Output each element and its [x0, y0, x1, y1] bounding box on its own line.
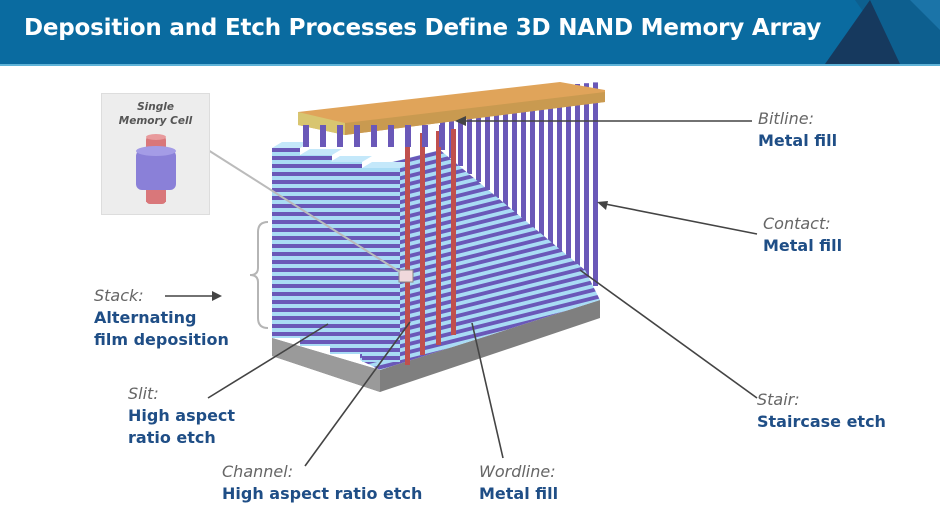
- contact-post: [548, 86, 553, 247]
- page-title: Deposition and Etch Processes Define 3D …: [24, 15, 822, 41]
- contact-post: [476, 92, 481, 182]
- stack-fin: [300, 155, 332, 346]
- wordline-value: Metal fill: [479, 484, 559, 503]
- stack-fin-top: [272, 142, 310, 148]
- contact-post: [539, 87, 544, 238]
- bitline-key: Bitline:: [758, 109, 814, 128]
- slit-value-line1: High aspect: [128, 406, 236, 425]
- bitline-post: [303, 125, 309, 147]
- contact-post: [467, 93, 472, 174]
- contact-post: [566, 84, 571, 262]
- channel-value: High aspect ratio etch: [222, 484, 423, 503]
- stack-fin-top: [362, 162, 410, 168]
- contact-post: [440, 96, 445, 150]
- channel-key: Channel:: [222, 462, 294, 481]
- slit-label: Slit: High aspect ratio etch: [128, 383, 235, 449]
- bitline-post: [439, 125, 445, 147]
- contact-label: Contact: Metal fill: [763, 213, 842, 257]
- bitline-post: [405, 125, 411, 147]
- channel-pillar: [436, 131, 441, 345]
- bitline-post: [422, 125, 428, 147]
- wordline-pointer: [471, 322, 504, 459]
- memory-cell-icon: [136, 134, 176, 204]
- contact-pointer: [599, 202, 758, 235]
- stair-pointer: [579, 269, 758, 399]
- substrate: [272, 300, 600, 392]
- contact-post: [449, 95, 454, 158]
- inset-title: Single Memory Cell: [102, 100, 209, 128]
- bitline-post: [354, 125, 360, 147]
- stack-fin-top: [330, 156, 372, 162]
- stack-fin: [272, 148, 300, 338]
- header-bar: Deposition and Etch Processes Define 3D …: [0, 0, 940, 64]
- contacts: [440, 82, 598, 287]
- stack-fins: [272, 142, 410, 362]
- inset-title-line1: Single: [137, 101, 174, 113]
- channel-pointer: [304, 321, 411, 467]
- header-decoration: [825, 0, 940, 64]
- slit-value-line2: ratio etch: [128, 428, 216, 447]
- leader-lines: [165, 116, 758, 467]
- contact-post: [584, 83, 589, 278]
- contact-post: [593, 82, 598, 287]
- stack-fin: [362, 168, 400, 362]
- bitline-post: [337, 125, 343, 147]
- wordline-label: Wordline: Metal fill: [479, 461, 558, 505]
- stack-key: Stack:: [94, 286, 144, 305]
- contact-value: Metal fill: [763, 236, 843, 255]
- contact-post: [521, 88, 526, 222]
- contact-post: [503, 90, 508, 206]
- stack-fin-top: [300, 149, 342, 155]
- contact-post: [512, 89, 517, 214]
- stack-value-line1: Alternating: [94, 308, 197, 327]
- channel-label: Channel: High aspect ratio etch: [222, 461, 422, 505]
- stair-value: Staircase etch: [757, 412, 886, 431]
- stair-key: Stair:: [757, 390, 800, 409]
- inset-title-line2: Memory Cell: [118, 115, 193, 127]
- stack-value-line2: film deposition: [94, 330, 229, 349]
- header-underline: [0, 64, 940, 66]
- bitline-value: Metal fill: [758, 131, 838, 150]
- stair-label: Stair: Staircase etch: [757, 389, 886, 433]
- single-memory-cell-inset: Single Memory Cell: [101, 93, 210, 215]
- channel-pillar: [420, 133, 425, 355]
- slit-key: Slit:: [128, 384, 159, 403]
- channel-pillar: [451, 129, 456, 335]
- inset-connector: [207, 149, 401, 273]
- stack-bracket: [249, 221, 269, 329]
- bitlines: [298, 82, 605, 147]
- channel-pillar: [405, 135, 410, 365]
- contact-post: [494, 91, 499, 198]
- contact-post: [575, 84, 580, 270]
- slit-pointer: [207, 323, 329, 399]
- bitline-post: [320, 125, 326, 147]
- contact-key: Contact:: [763, 214, 831, 233]
- contact-post: [458, 94, 463, 166]
- channels: [405, 129, 456, 365]
- bitline-post: [388, 125, 394, 147]
- bitline-post: [371, 125, 377, 147]
- cell-highlight: [398, 269, 414, 283]
- stack-fin: [330, 162, 362, 354]
- bitline-label: Bitline: Metal fill: [758, 108, 837, 152]
- contact-post: [485, 92, 490, 190]
- contact-post: [530, 88, 535, 230]
- wordline-key: Wordline:: [479, 462, 556, 481]
- contact-post: [557, 85, 562, 254]
- stack-label: Stack: Alternating film deposition: [94, 285, 229, 351]
